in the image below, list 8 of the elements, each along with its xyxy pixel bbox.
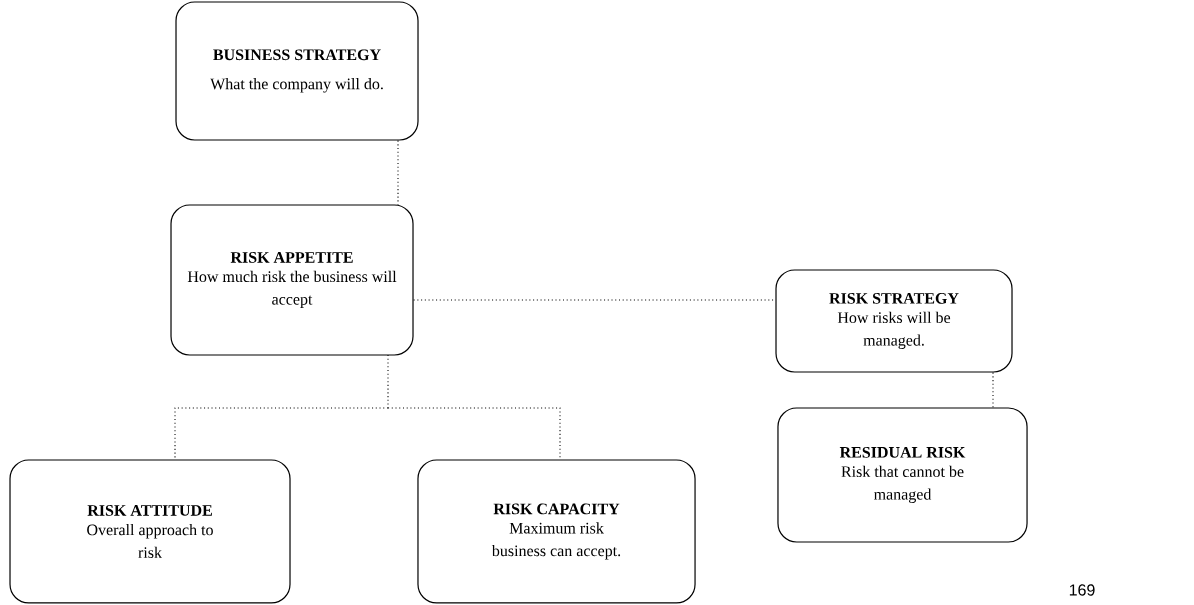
page-number: 169 bbox=[1069, 584, 1095, 596]
connector-line bbox=[174, 354, 561, 461]
process-box: RISK CAPACITY Maximum risk business can accept. bbox=[417, 459, 696, 604]
process-box: RISK ATTITUDE Overall approach to risk bbox=[9, 459, 291, 604]
process-box: BUSINESS STRATEGY What the company will do. bbox=[175, 1, 419, 141]
process-box: RISK STRATEGY How risks will be managed. bbox=[775, 269, 1013, 373]
process-box: RESIDUAL RISK Risk that cannot be managed bbox=[777, 407, 1028, 543]
process-box: RISK APPETITE How much risk the business will accept bbox=[170, 204, 414, 356]
